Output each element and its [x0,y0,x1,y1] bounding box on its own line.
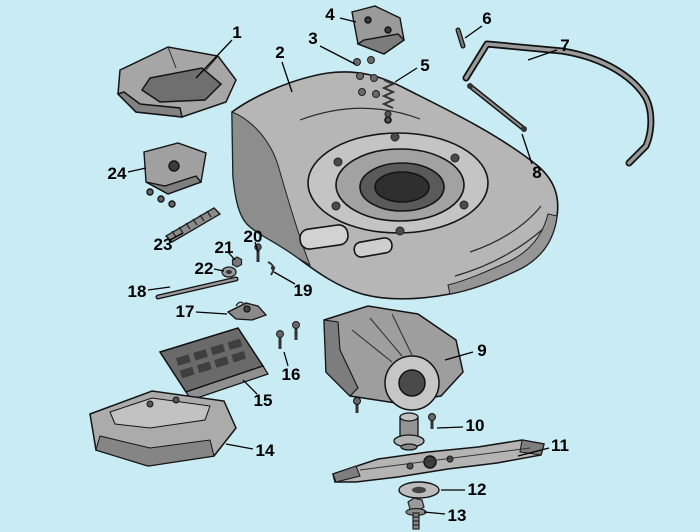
part-mulch-plug [89,390,237,467]
callout-14: 14 [256,441,275,460]
callout-12: 12 [468,480,487,499]
part-blade-adapter [393,412,425,451]
part-top-bracket [351,5,406,55]
part-blade-bolt [405,497,427,530]
callout-7: 7 [560,36,569,55]
part-side-bracket [143,142,207,208]
callout-22: 22 [195,259,214,278]
callout-9: 9 [477,341,486,360]
callout-20: 20 [244,227,263,246]
part-toothed-rack [164,207,222,243]
callout-23: 23 [154,235,173,254]
callout-8: 8 [532,163,541,182]
part-lever [226,301,268,321]
callout-24: 24 [108,164,127,183]
callout-4: 4 [325,5,335,24]
part-clip [267,261,276,276]
callout-6: 6 [482,9,491,28]
part-screws [353,56,380,98]
part-cable-rod [467,83,527,132]
part-pin [455,27,466,49]
part-bolts-pair [276,321,300,349]
callout-16: 16 [282,365,301,384]
part-vented-cover [158,327,269,401]
leader-lines [127,17,558,515]
callout-15: 15 [254,391,273,410]
part-belt-housing [323,305,464,429]
part-blade [332,439,545,483]
callout-labels: 1 2 3 4 5 6 7 8 9 10 11 12 13 14 15 16 1… [108,5,570,525]
callout-18: 18 [128,282,147,301]
callout-3: 3 [308,29,317,48]
callout-21: 21 [215,238,234,257]
callout-17: 17 [176,302,195,321]
callout-11: 11 [551,436,569,455]
part-rod [155,276,239,300]
callout-2: 2 [275,43,284,62]
part-spring [381,79,396,118]
callout-10: 10 [466,416,485,435]
callout-13: 13 [448,506,467,525]
part-main-deck [231,71,559,300]
part-washer [398,481,440,499]
part-discharge-chute [116,46,237,118]
part-bushing [221,266,237,278]
part-handle-rod [462,40,655,167]
callout-1: 1 [232,23,241,42]
callout-5: 5 [420,56,429,75]
callout-19: 19 [294,281,313,300]
